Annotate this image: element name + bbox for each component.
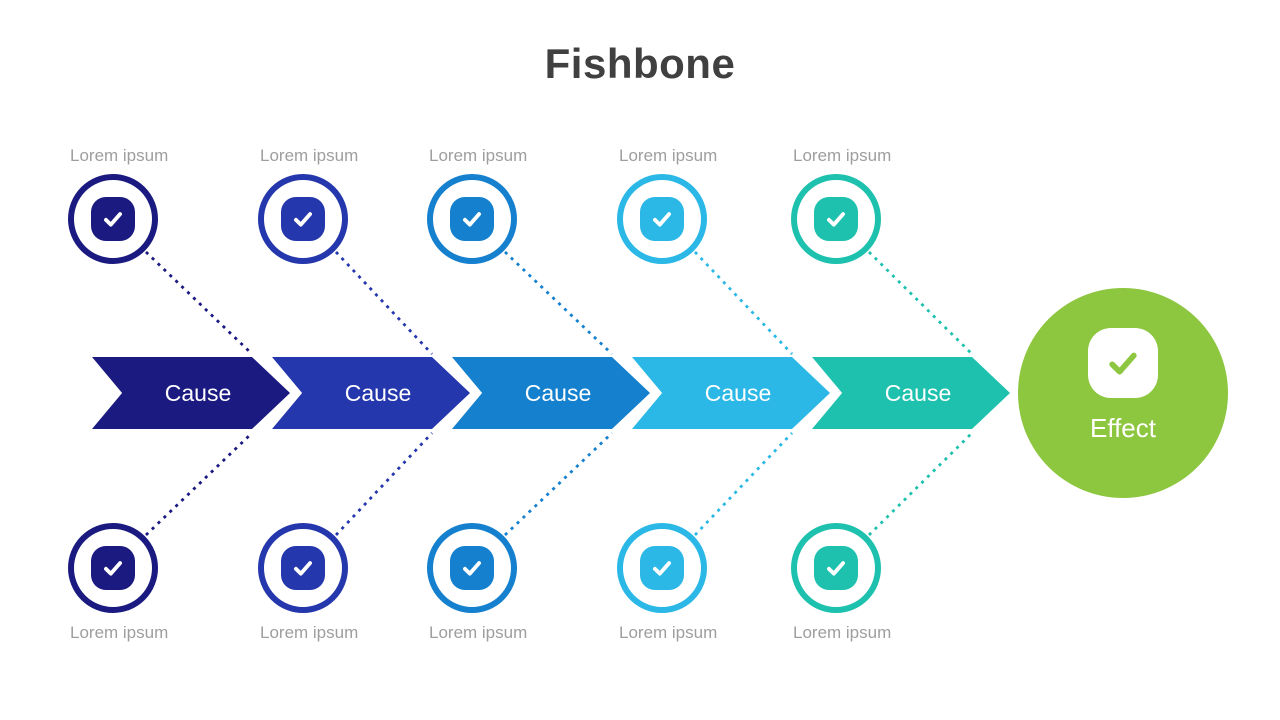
- check-badge: [617, 523, 707, 613]
- check-badge: [68, 523, 158, 613]
- connector-line-bottom-3: [504, 431, 613, 537]
- node-label: Lorem ipsum: [70, 146, 169, 165]
- node-label: Lorem ipsum: [429, 146, 528, 165]
- check-badge: [791, 174, 881, 264]
- cause-node-top-2: Lorem ipsum: [258, 145, 358, 264]
- check-icon: [281, 546, 325, 590]
- check-icon: [814, 546, 858, 590]
- check-badge: [427, 523, 517, 613]
- cause-arrow-label: Cause: [884, 379, 952, 406]
- check-badge: [427, 174, 517, 264]
- node-label: Lorem ipsum: [793, 146, 892, 165]
- connector-line-top-5: [868, 251, 973, 355]
- connector-line-top-4: [693, 251, 794, 355]
- cause-node-bottom-1: Lorem ipsum: [68, 523, 168, 644]
- cause-node-top-4: Lorem ipsum: [617, 145, 717, 264]
- check-icon: [640, 197, 684, 241]
- check-icon: [281, 197, 325, 241]
- node-label: Lorem ipsum: [260, 146, 359, 165]
- check-icon: [91, 197, 135, 241]
- check-icon: [91, 546, 135, 590]
- cause-node-top-1: Lorem ipsum: [68, 145, 168, 264]
- connector-line-bottom-4: [693, 432, 794, 536]
- check-badge: [258, 174, 348, 264]
- check-badge: [617, 174, 707, 264]
- connector-line-top-3: [504, 250, 613, 356]
- connector-line-bottom-2: [334, 432, 434, 536]
- cause-node-bottom-5: Lorem ipsum: [791, 523, 891, 644]
- cause-node-bottom-2: Lorem ipsum: [258, 523, 358, 644]
- check-badge: [258, 523, 348, 613]
- cause-arrow-5: Cause: [812, 357, 1010, 429]
- node-label: Lorem ipsum: [429, 623, 528, 642]
- effect-label: Effect: [1089, 413, 1156, 443]
- connector-line-top-1: [145, 250, 253, 356]
- check-icon: [450, 546, 494, 590]
- check-icon: [450, 197, 494, 241]
- cause-arrow-4: Cause: [632, 357, 830, 429]
- connector-line-top-2: [334, 251, 434, 355]
- connector-line-bottom-5: [868, 432, 973, 536]
- check-icon: [1088, 328, 1158, 398]
- cause-arrow-label: Cause: [344, 379, 412, 406]
- cause-arrow-1: Cause: [92, 357, 290, 429]
- cause-arrow-label: Cause: [524, 379, 592, 406]
- check-badge: [791, 523, 881, 613]
- page-title: Fishbone: [544, 40, 736, 87]
- node-label: Lorem ipsum: [793, 623, 892, 642]
- cause-node-top-3: Lorem ipsum: [427, 145, 527, 264]
- cause-node-top-5: Lorem ipsum: [791, 145, 891, 264]
- cause-arrow-label: Cause: [164, 379, 232, 406]
- cause-arrow-3: Cause: [452, 357, 650, 429]
- node-label: Lorem ipsum: [70, 623, 169, 642]
- node-label: Lorem ipsum: [619, 623, 718, 642]
- check-icon: [814, 197, 858, 241]
- cause-arrow-2: Cause: [272, 357, 470, 429]
- node-label: Lorem ipsum: [260, 623, 359, 642]
- node-label: Lorem ipsum: [619, 146, 718, 165]
- cause-arrow-label: Cause: [704, 379, 772, 406]
- cause-node-bottom-4: Lorem ipsum: [617, 523, 717, 644]
- effect-circle: Effect: [1018, 288, 1228, 498]
- connector-line-bottom-1: [145, 431, 253, 537]
- check-badge: [68, 174, 158, 264]
- cause-node-bottom-3: Lorem ipsum: [427, 523, 527, 644]
- check-icon: [640, 546, 684, 590]
